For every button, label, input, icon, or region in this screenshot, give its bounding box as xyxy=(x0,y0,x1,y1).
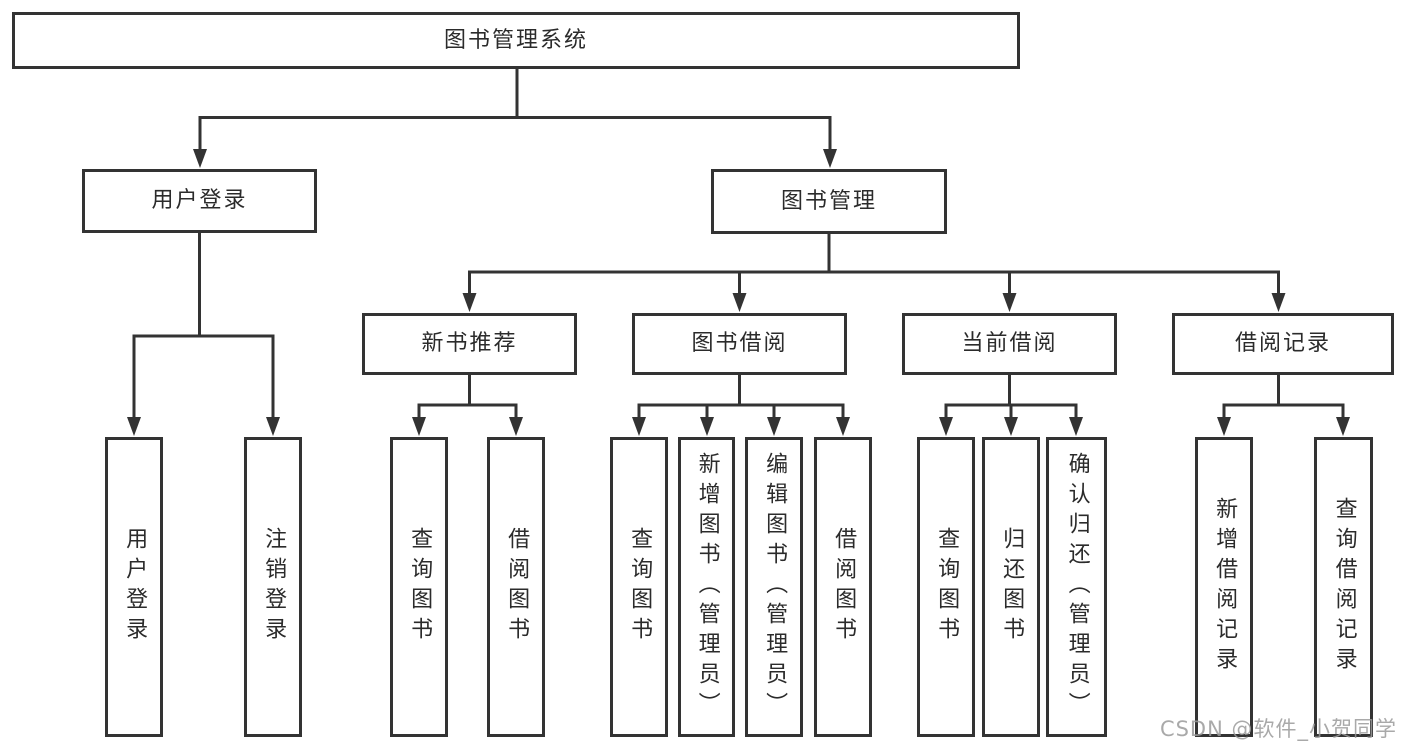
leaf-records-add: 新增借阅记录 xyxy=(1195,437,1253,737)
leaf-current-confirm-admin: 确认归还（管理员） xyxy=(1046,437,1107,737)
node-user-login: 用户登录 xyxy=(82,169,317,233)
node-current-borrow: 当前借阅 xyxy=(902,313,1117,375)
node-new-book-recommend: 新书推荐 xyxy=(362,313,577,375)
node-book-management: 图书管理 xyxy=(711,169,947,234)
leaf-newbook-borrow: 借阅图书 xyxy=(487,437,545,737)
node-new-book-recommend-label: 新书推荐 xyxy=(421,331,518,356)
node-book-management-label: 图书管理 xyxy=(780,188,877,214)
leaf-borrow-query-label: 查询图书 xyxy=(627,527,653,647)
leaf-records-add-label: 新增借阅记录 xyxy=(1212,497,1238,677)
leaf-user-login-label: 用户登录 xyxy=(122,527,148,647)
node-current-borrow-label: 当前借阅 xyxy=(961,331,1058,356)
leaf-current-return-label: 归还图书 xyxy=(999,527,1025,647)
leaf-records-query: 查询借阅记录 xyxy=(1314,437,1373,737)
leaf-current-query-label: 查询图书 xyxy=(934,527,960,647)
node-borrow-records: 借阅记录 xyxy=(1172,313,1394,375)
leaf-borrow-borrow-label: 借阅图书 xyxy=(831,527,857,647)
node-book-borrow-label: 图书借阅 xyxy=(691,331,788,356)
leaf-logout: 注销登录 xyxy=(244,437,302,737)
leaf-logout-label: 注销登录 xyxy=(261,527,287,647)
leaf-borrow-borrow: 借阅图书 xyxy=(814,437,872,737)
node-book-borrow: 图书借阅 xyxy=(632,313,847,375)
leaf-borrow-add-admin-label: 新增图书（管理员） xyxy=(694,452,720,722)
leaf-user-login: 用户登录 xyxy=(105,437,163,737)
node-root: 图书管理系统 xyxy=(12,12,1020,69)
node-borrow-records-label: 借阅记录 xyxy=(1234,331,1331,356)
leaf-current-return: 归还图书 xyxy=(982,437,1040,737)
csdn-watermark: CSDN @软件_小贺同学 xyxy=(1159,717,1397,741)
leaf-current-confirm-admin-label: 确认归还（管理员） xyxy=(1064,452,1090,722)
leaf-current-query: 查询图书 xyxy=(917,437,975,737)
leaf-newbook-query-label: 查询图书 xyxy=(407,527,433,647)
leaf-borrow-edit-admin: 编辑图书（管理员） xyxy=(745,437,803,737)
leaf-borrow-add-admin: 新增图书（管理员） xyxy=(678,437,735,737)
leaf-borrow-edit-admin-label: 编辑图书（管理员） xyxy=(762,452,788,722)
leaf-newbook-borrow-label: 借阅图书 xyxy=(504,527,530,647)
node-user-login-label: 用户登录 xyxy=(151,188,248,213)
leaf-borrow-query: 查询图书 xyxy=(610,437,668,737)
leaf-records-query-label: 查询借阅记录 xyxy=(1331,497,1357,677)
leaf-newbook-query: 查询图书 xyxy=(390,437,448,737)
node-root-label: 图书管理系统 xyxy=(443,27,588,53)
